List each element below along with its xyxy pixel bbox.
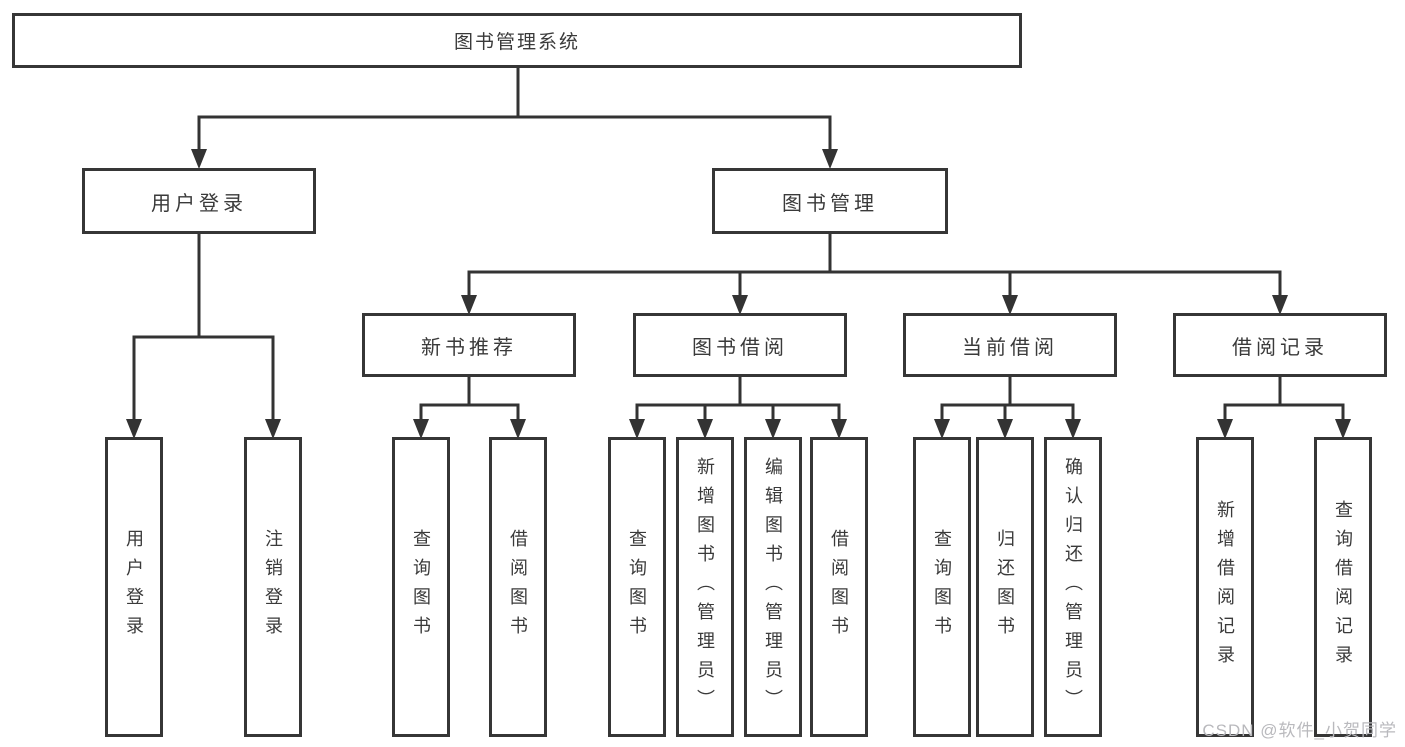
leaf-confirm-return-admin: 确认归还（管理员） [1044, 437, 1102, 737]
node-label: 借阅图书 [508, 529, 528, 645]
arrow-down-icon [997, 419, 1013, 439]
arrow-down-icon [1065, 419, 1081, 439]
node-label: 查询图书 [627, 529, 647, 645]
leaf-logout-login: 注销登录 [244, 437, 302, 737]
connector-root-to-level2 [191, 68, 838, 169]
node-label: 注销登录 [263, 529, 283, 645]
node-label: 借阅图书 [829, 529, 849, 645]
connector-borrow-records-to-leaves [1217, 377, 1351, 439]
leaf-query-books-current: 查询图书 [913, 437, 971, 737]
node-book-borrowing: 图书借阅 [633, 313, 847, 377]
leaf-query-books-recommend: 查询图书 [392, 437, 450, 737]
arrow-down-icon [1217, 419, 1233, 439]
leaf-query-books-borrowing: 查询图书 [608, 437, 666, 737]
leaf-query-borrow-record: 查询借阅记录 [1314, 437, 1372, 737]
node-label: 归还图书 [995, 529, 1015, 645]
arrow-down-icon [1002, 295, 1018, 315]
node-label: 新增图书（管理员） [695, 456, 715, 718]
arrow-down-icon [510, 419, 526, 439]
node-label: 借阅记录 [1232, 336, 1328, 359]
connector-new-book-recommend-to-leaves [413, 377, 526, 439]
connector-user-login-to-leaves [126, 233, 281, 439]
arrow-down-icon [1272, 295, 1288, 315]
connector-book-borrowing-to-leaves [629, 377, 847, 439]
node-label: 确认归还（管理员） [1063, 456, 1083, 718]
leaf-edit-books-admin: 编辑图书（管理员） [744, 437, 802, 737]
node-label: 当前借阅 [962, 336, 1058, 359]
node-user-login: 用户登录 [82, 168, 316, 234]
arrow-down-icon [1335, 419, 1351, 439]
leaf-borrow-books-recommend: 借阅图书 [489, 437, 547, 737]
node-label: 用户登录 [124, 529, 144, 645]
leaf-return-books: 归还图书 [976, 437, 1034, 737]
connector-current-borrowing-to-leaves [934, 377, 1081, 439]
arrow-down-icon [629, 419, 645, 439]
arrow-down-icon [822, 149, 838, 169]
leaf-user-login: 用户登录 [105, 437, 163, 737]
arrow-down-icon [461, 295, 477, 315]
arrow-down-icon [126, 419, 142, 439]
arrow-down-icon [413, 419, 429, 439]
node-label: 新书推荐 [421, 336, 517, 359]
node-new-book-recommend: 新书推荐 [362, 313, 576, 377]
leaf-add-books-admin: 新增图书（管理员） [676, 437, 734, 737]
leaf-borrow-books-borrowing: 借阅图书 [810, 437, 868, 737]
arrow-down-icon [934, 419, 950, 439]
node-label: 用户登录 [151, 192, 247, 215]
arrow-down-icon [697, 419, 713, 439]
node-root: 图书管理系统 [12, 13, 1022, 68]
node-label: 图书管理 [782, 192, 878, 215]
node-label: 编辑图书（管理员） [763, 456, 783, 718]
node-book-management: 图书管理 [712, 168, 948, 234]
node-label: 查询图书 [932, 529, 952, 645]
watermark-text: CSDN @软件_小贺同学 [1202, 721, 1397, 740]
node-label: 查询借阅记录 [1333, 500, 1353, 674]
node-borrow-records: 借阅记录 [1173, 313, 1387, 377]
arrow-down-icon [831, 419, 847, 439]
arrow-down-icon [765, 419, 781, 439]
node-label: 查询图书 [411, 529, 431, 645]
node-label: 图书借阅 [692, 336, 788, 359]
arrow-down-icon [732, 295, 748, 315]
node-label: 新增借阅记录 [1215, 500, 1235, 674]
connector-book-management-to-level3 [461, 234, 1288, 315]
arrow-down-icon [265, 419, 281, 439]
node-label: 图书管理系统 [453, 32, 580, 53]
node-current-borrowing: 当前借阅 [903, 313, 1117, 377]
arrow-down-icon [191, 149, 207, 169]
leaf-add-borrow-record: 新增借阅记录 [1196, 437, 1254, 737]
